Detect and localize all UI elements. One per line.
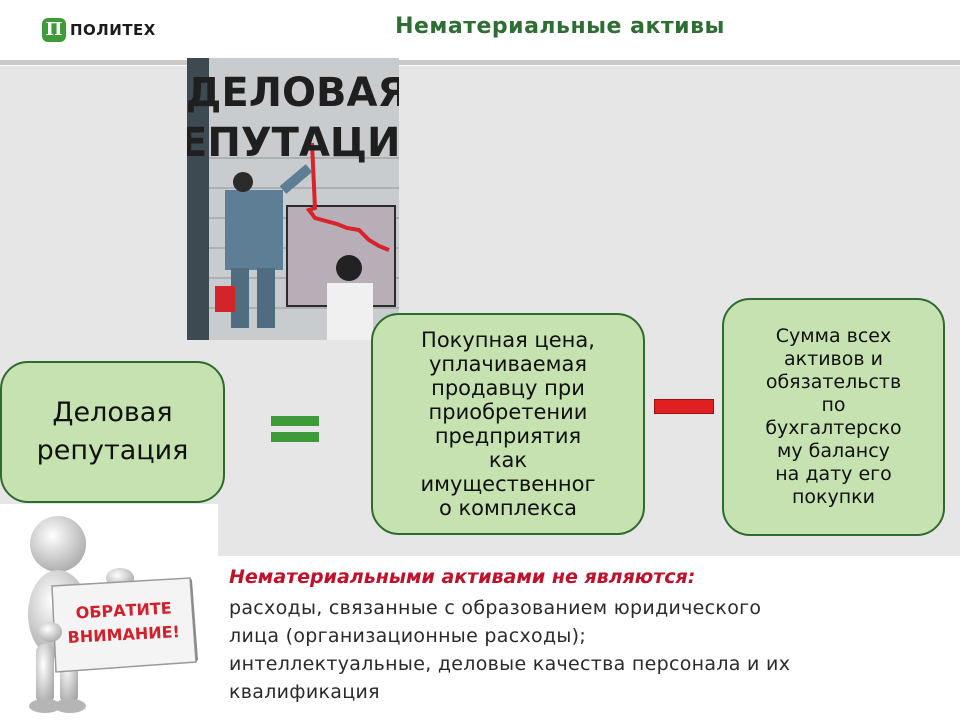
- logo: П ПОЛИТЕХ: [42, 18, 156, 42]
- note-line: расходы, связанные с образованием юридич…: [229, 597, 762, 619]
- cover-title-line1: ДЕЛОВАЯ: [187, 70, 399, 116]
- net-assets-line: покупки: [791, 486, 875, 508]
- equals-icon-lower-bar: [271, 432, 319, 442]
- net-assets-line: по: [821, 394, 846, 416]
- purchase-price-box: Покупная цена, уплачиваемая продавцу при…: [371, 313, 645, 535]
- purchase-price-line: уплачиваемая: [428, 352, 587, 376]
- header-bar: П ПОЛИТЕХ Нематериальные активы: [0, 0, 960, 60]
- purchase-price-line: приобретении: [428, 400, 588, 424]
- purchase-price-line: продавцу при: [431, 376, 585, 400]
- note-line: интеллектуальные, деловые качества персо…: [229, 653, 791, 675]
- note-line: лица (организационные расходы);: [229, 625, 587, 647]
- net-assets-line: Сумма всех: [775, 325, 892, 347]
- page-title: Нематериальные активы: [395, 14, 725, 39]
- net-assets-line: бухгалтерско: [765, 417, 902, 439]
- goodwill-line: репутация: [36, 435, 189, 466]
- net-assets-line: обязательств: [765, 371, 902, 393]
- attention-figure-image: ОБРАТИТЕ ВНИМАНИЕ!: [0, 504, 218, 720]
- net-assets-box: Сумма всех активов и обязательств по бух…: [722, 298, 945, 536]
- purchase-price-line: как: [488, 448, 528, 472]
- note-line: квалификация: [229, 681, 380, 703]
- logo-mark-icon: П: [42, 18, 66, 42]
- attention-figure-illustration: ОБРАТИТЕ ВНИМАНИЕ!: [28, 516, 198, 713]
- purchase-price-line: имущественног: [420, 472, 596, 496]
- purchase-price-line: о комплекса: [438, 496, 578, 520]
- header-divider: [0, 60, 960, 65]
- equals-icon: [271, 416, 319, 426]
- net-assets-line: активов и: [784, 348, 883, 370]
- book-cover-image: ДЕЛОВАЯ РЕПУТАЦИЯ: [187, 58, 399, 340]
- purchase-price-line: Покупная цена,: [421, 328, 595, 352]
- logo-text: ПОЛИТЕХ: [70, 21, 156, 39]
- minus-icon: [654, 399, 714, 414]
- note-title: Нематериальными активами не являются:: [229, 566, 696, 588]
- book-cover-illustration: ДЕЛОВАЯ РЕПУТАЦИЯ: [187, 58, 399, 340]
- goodwill-line: Деловая: [52, 397, 173, 428]
- net-assets-line: му балансу: [777, 440, 890, 462]
- purchase-price-line: предприятия: [434, 424, 582, 448]
- net-assets-line: на дату его: [775, 463, 892, 485]
- cover-title-line2: РЕПУТАЦИЯ: [187, 120, 399, 166]
- note-body: расходы, связанные с образованием юридич…: [229, 594, 939, 706]
- goodwill-box: Деловая репутация: [0, 361, 225, 503]
